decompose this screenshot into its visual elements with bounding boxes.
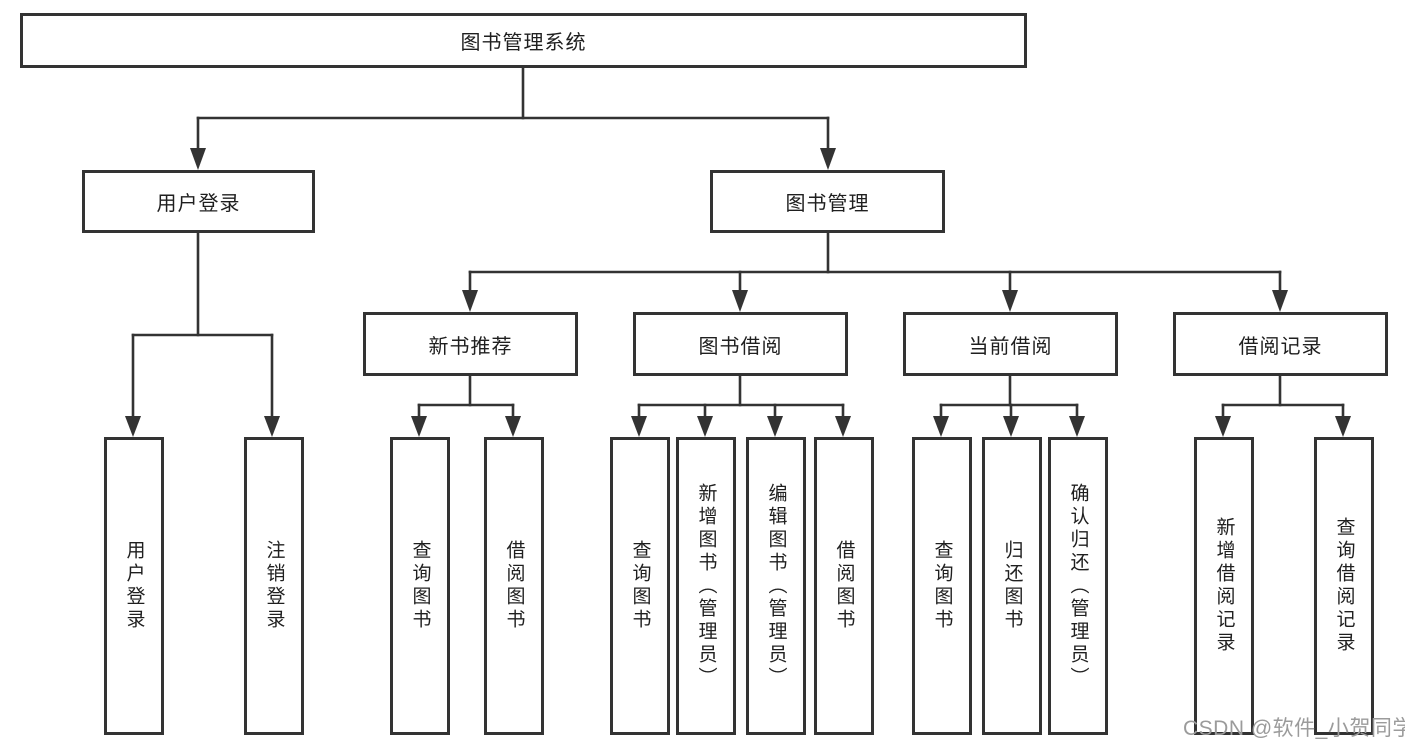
node-label: 用户登录	[123, 540, 145, 632]
leaf-return-books: 归还图书	[982, 437, 1042, 735]
node-book-management: 图书管理	[710, 170, 945, 233]
node-user-login: 用户登录	[82, 170, 315, 233]
leaf-query-borrow-record: 查询借阅记录	[1314, 437, 1374, 735]
leaf-borrow-books-recommend: 借阅图书	[484, 437, 544, 735]
node-label: 查询图书	[931, 540, 953, 632]
node-label: 查询图书	[629, 540, 651, 632]
leaf-add-borrow-record: 新增借阅记录	[1194, 437, 1254, 735]
node-label: 图书管理系统	[460, 32, 587, 54]
leaf-logout: 注销登录	[244, 437, 304, 735]
node-current-borrow: 当前借阅	[903, 312, 1118, 376]
node-label: 新增借阅记录	[1213, 517, 1235, 655]
node-label: 新增图书（管理员）	[695, 482, 717, 690]
node-book-borrow: 图书借阅	[633, 312, 848, 376]
node-label: 用户登录	[156, 193, 241, 215]
leaf-query-books-borrow: 查询图书	[610, 437, 670, 735]
node-label: 查询图书	[409, 540, 431, 632]
leaf-borrow-books: 借阅图书	[814, 437, 874, 735]
node-library-management-system: 图书管理系统	[20, 13, 1027, 68]
node-label: 编辑图书（管理员）	[765, 482, 787, 690]
leaf-query-books-current: 查询图书	[912, 437, 972, 735]
leaf-query-books-recommend: 查询图书	[390, 437, 450, 735]
node-label: 借阅图书	[503, 540, 525, 632]
csdn-watermark: CSDN @软件_小贺同学	[1183, 717, 1405, 740]
node-label: 借阅图书	[833, 540, 855, 632]
node-label: 当前借阅	[968, 335, 1053, 358]
leaf-edit-books-admin: 编辑图书（管理员）	[746, 437, 806, 735]
node-new-book-recommend: 新书推荐	[363, 312, 578, 376]
node-label: 注销登录	[263, 540, 285, 632]
node-label: 图书管理	[785, 193, 870, 215]
node-label: 归还图书	[1001, 540, 1023, 632]
leaf-user-login: 用户登录	[104, 437, 164, 735]
node-borrow-records: 借阅记录	[1173, 312, 1388, 376]
node-label: 新书推荐	[428, 335, 513, 358]
node-label: 查询借阅记录	[1333, 517, 1355, 655]
node-label: 确认归还（管理员）	[1067, 482, 1089, 690]
leaf-add-books-admin: 新增图书（管理员）	[676, 437, 736, 735]
node-label: 借阅记录	[1238, 335, 1323, 358]
node-label: 图书借阅	[698, 335, 783, 358]
leaf-confirm-return-admin: 确认归还（管理员）	[1048, 437, 1108, 735]
